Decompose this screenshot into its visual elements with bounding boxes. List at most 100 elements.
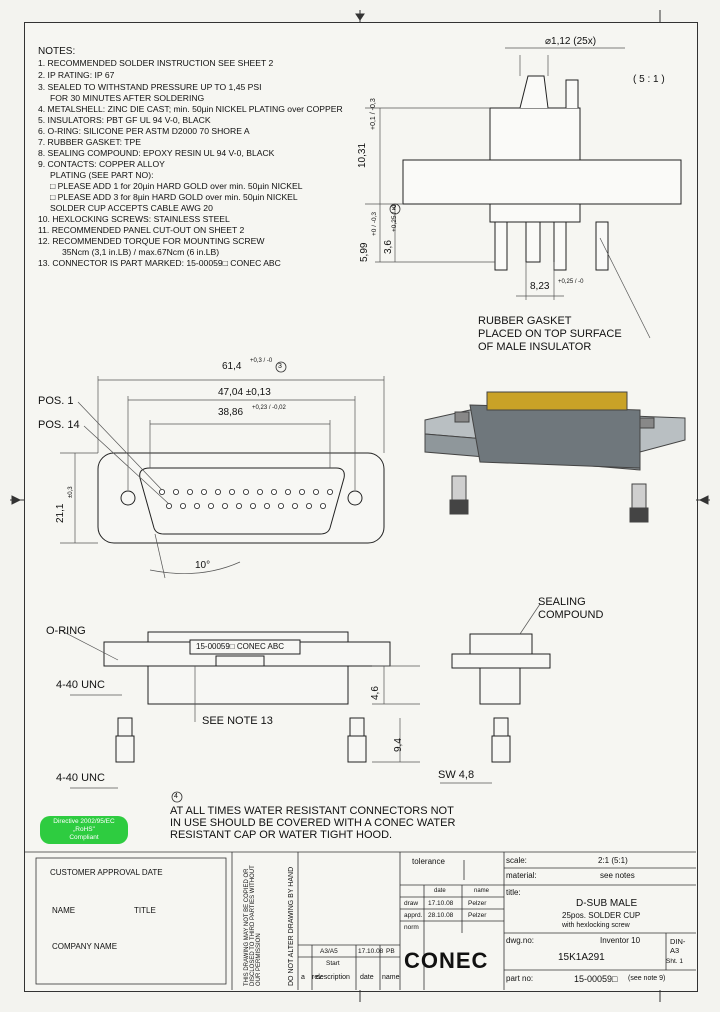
rev-format: A3/A5 xyxy=(320,948,338,955)
name-header: name xyxy=(474,888,490,894)
gasket-callout-2: PLACED ON TOP SURFACE xyxy=(478,328,622,340)
oring-label: O-RING xyxy=(46,625,86,637)
part-label: part no: xyxy=(506,974,534,983)
part-marking: 15-00059□ CONEC ABC xyxy=(196,642,284,651)
unc-label-top: 4-40 UNC xyxy=(56,679,105,691)
note-line: □ PLEASE ADD 1 for 20µin HARD GOLD over … xyxy=(50,181,303,191)
norm-label: norm xyxy=(404,924,419,931)
warning-line-3: RESISTANT CAP OR WATER TIGHT HOOD. xyxy=(170,829,393,841)
note-line: 9. CONTACTS: COPPER ALLOY xyxy=(38,159,165,169)
see-note-label: SEE NOTE 13 xyxy=(202,715,273,727)
customer-approval: CUSTOMER APPROVAL DATE xyxy=(50,868,163,877)
gasket-callout-3: OF MALE INSULATOR xyxy=(478,341,592,353)
title-line-1: D-SUB MALE xyxy=(576,898,638,909)
tolerance-label: tolerance xyxy=(412,857,445,866)
pin-grid xyxy=(158,488,333,509)
note-line: 35Ncm (3,1 in.LB) / max.67Ncm (6 in.LB) xyxy=(62,247,220,257)
height-dim-tol: +0,1 / -0,3 xyxy=(370,98,377,130)
part-note: (see note 9) xyxy=(628,975,666,982)
rev-col-a: a xyxy=(301,974,305,981)
sheet-number: Sht. 1 xyxy=(666,958,683,965)
note-line: 6. O-RING: SILICONE PER ASTM D2000 70 SH… xyxy=(38,126,250,136)
legal-vertical: DO NOT ALTER DRAWING BY HAND xyxy=(288,866,295,986)
warning-line-1: AT ALL TIMES WATER RESISTANT CONNECTORS … xyxy=(170,805,454,817)
note-line: 8. SEALING COMPOUND: EPOXY RESIN UL 94 V… xyxy=(38,148,275,158)
scale-value: 2:1 (5:1) xyxy=(598,856,628,865)
front-height-tol: ±0,3 xyxy=(68,486,74,498)
note-line: 4. METALSHELL: ZINC DIE CAST; min. 50µin… xyxy=(38,104,343,114)
angle-dim: 10° xyxy=(195,560,211,571)
connector-3d xyxy=(424,391,686,523)
dim-4-6: 4,6 xyxy=(370,686,381,700)
overall-width-tol: +0,3 / -0 xyxy=(250,358,273,364)
note-line: 7. RUBBER GASKET: TPE xyxy=(38,137,141,147)
insulator-width-dim: 38,86 xyxy=(218,407,244,418)
note-line: SOLDER CUP ACCEPTS CABLE AWG 20 xyxy=(50,203,213,213)
note-line: 2. IP RATING: IP 67 xyxy=(38,70,115,80)
dim-9-4: 9,4 xyxy=(393,738,404,752)
rev-date: 17.10.08 xyxy=(358,948,384,955)
insulator-width-tol: +0,23 / -0,02 xyxy=(252,405,286,411)
draw-name: Pelzer xyxy=(468,900,487,907)
sw-label: SW 4,8 xyxy=(438,769,475,781)
approved-name: Pelzer xyxy=(468,912,487,919)
approved-date: 28.10.08 xyxy=(428,912,454,919)
scale-note: ( 5 : 1 ) xyxy=(633,74,665,85)
rev-col-name: name xyxy=(382,974,400,981)
note-line: 10. HEXLOCKING SCREWS: STAINLESS STEEL xyxy=(38,214,230,224)
pos1-label: POS. 1 xyxy=(38,395,74,407)
gasket-callout-1: RUBBER GASKET xyxy=(478,315,572,327)
circle-ref: 4 xyxy=(174,793,178,800)
title-label: title: xyxy=(506,888,521,897)
note-line: 11. RECOMMENDED PANEL CUT-OUT ON SHEET 2 xyxy=(38,225,245,235)
date-header: date xyxy=(434,888,446,894)
note-line: □ PLEASE ADD 3 for 8µin HARD GOLD over m… xyxy=(50,192,298,202)
title-line-2: 25pos. SOLDER CUP xyxy=(562,911,641,920)
draw-label: draw xyxy=(404,900,419,907)
confidential-note: THIS DRAWING MAY NOT BE COPIED OR DISCLO… xyxy=(244,865,262,986)
approved-label: apprd. xyxy=(404,912,423,919)
overall-width-dim: 61,4 xyxy=(222,361,242,372)
note-line: 13. CONNECTOR IS PART MARKED: 15-00059□ … xyxy=(38,258,281,268)
rohs-badge: Directive 2002/95/EC „RoHS" Compliant xyxy=(40,816,128,844)
sealing-label-1: SEALING xyxy=(538,596,586,608)
rohs-line-1: Directive 2002/95/EC xyxy=(53,818,115,825)
conec-logo: CONEC xyxy=(404,948,489,973)
height-dim: 10,31 xyxy=(357,142,368,168)
material-value: see notes xyxy=(600,871,635,880)
rev-col-date: date xyxy=(360,974,374,981)
rohs-line-3: Compliant xyxy=(69,834,99,841)
screw-pitch-dim: 47,04 ±0,13 xyxy=(218,387,271,398)
note-line: PLATING (SEE PART NO): xyxy=(50,170,154,180)
unc-label-bottom: 4-40 UNC xyxy=(56,772,105,784)
rev-col-rev: rev. xyxy=(312,974,324,981)
dwg-label: dwg.no: xyxy=(506,936,535,945)
note-line: 5. INSULATORS: PBT GF UL 94 V-0, BLACK xyxy=(38,115,211,125)
approval-name: NAME xyxy=(52,906,76,915)
company-name: COMPANY NAME xyxy=(52,942,118,951)
mid-dim: 3,6 xyxy=(383,240,394,254)
note-line: 12. RECOMMENDED TORQUE FOR MOUNTING SCRE… xyxy=(38,236,265,246)
width-dim-tol: +0,25 / -0 xyxy=(558,279,584,285)
note-line: 1. RECOMMENDED SOLDER INSTRUCTION SEE SH… xyxy=(38,58,274,68)
rohs-line-2: „RoHS" xyxy=(73,826,95,833)
rev-col-description: description xyxy=(316,974,350,981)
software: Inventor 10 xyxy=(600,936,641,945)
rev-description: Start xyxy=(326,960,340,967)
sealing-label-2: COMPOUND xyxy=(538,609,604,621)
lower-dim: 5,99 xyxy=(359,242,370,262)
pos14-label: POS. 14 xyxy=(38,419,80,431)
pin-diameter-dim: ⌀1,12 (25x) xyxy=(545,36,597,47)
warning-line-2: IN USE SHOULD BE COVERED WITH A CONEC WA… xyxy=(170,817,456,829)
note-line: 3. SEALED TO WITHSTAND PRESSURE UP TO 1,… xyxy=(38,82,262,92)
circle-ref: 2 xyxy=(392,205,396,212)
rev-name: PB xyxy=(386,948,395,955)
format: DIN-A3 xyxy=(670,937,686,955)
draw-date: 17.10.08 xyxy=(428,900,454,907)
scale-label: scale: xyxy=(506,856,527,865)
front-height-dim: 21,1 xyxy=(55,503,66,523)
note-line: FOR 30 MINUTES AFTER SOLDERING xyxy=(50,93,205,103)
part-number: 15-00059□ xyxy=(574,974,618,984)
